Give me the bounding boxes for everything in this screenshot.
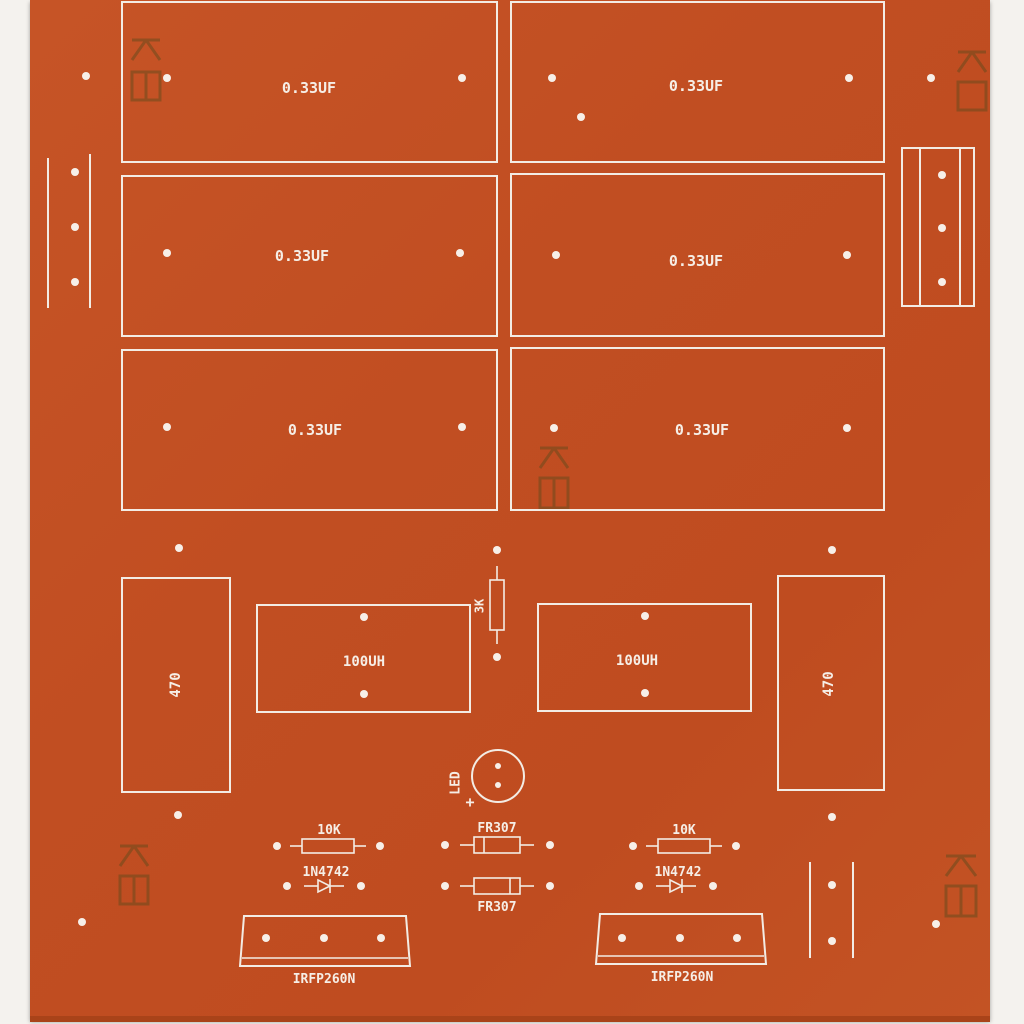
capacitor-2-label: 0.33UF [669,77,723,95]
capacitor-6-label: 0.33UF [675,421,729,439]
diode-fr307-bottom: FR307 [441,877,554,915]
resistor-10k-left-label: 10K [317,823,341,838]
zener-right-label: 1N4742 [655,865,702,880]
kb-mark-center [538,446,570,510]
inductor-right-label: 100UH [616,653,658,669]
connector-bottom-right [809,862,854,958]
resistor-10k-right: 10K [629,823,740,854]
inductor-left: 100UH [256,604,471,713]
led-label: LED [449,771,464,795]
capacitor-4-label: 0.33UF [669,252,723,270]
zener-left: 1N4742 [283,865,365,894]
inductor-right: 100UH [537,603,752,712]
led: LED + [449,749,525,811]
capacitor-3: 0.33UF [121,175,498,337]
inductor-left-label: 100UH [343,654,385,670]
capacitor-1-label: 0.33UF [282,79,336,97]
capacitor-5-label: 0.33UF [288,421,342,439]
resistor-10k-left: 10K [273,823,384,854]
transistor-left-label: IRFP260N [293,972,356,987]
transistor-left: IRFP260N [238,915,412,987]
kb-mark-bottom-right [944,854,978,918]
mounting-holes [78,72,940,928]
transistor-right-label: IRFP260N [651,970,714,985]
transistor-right: IRFP260N [594,913,768,985]
diode-fr307-top: FR307 [441,821,554,854]
capacitor-6: 0.33UF [510,347,885,511]
capacitor-5: 0.33UF [121,349,498,511]
kb-mark-top-right [956,50,988,112]
diode-fr307-bottom-label: FR307 [477,900,516,915]
resistor-470-left-label: 470 [168,672,184,697]
pcb-board-edge [30,1016,990,1022]
capacitor-2: 0.33UF [510,1,885,163]
diode-fr307-top-label: FR307 [477,821,516,836]
led-polarity: + [465,793,474,811]
capacitor-3-label: 0.33UF [275,247,329,265]
resistor-470-left: 470 [121,577,231,793]
capacitor-4: 0.33UF [510,173,885,337]
terminal-block-right [901,147,975,307]
kb-mark-bottom-left [118,844,150,906]
connector-left [47,154,91,308]
zener-left-label: 1N4742 [303,865,350,880]
kb-mark-top-left [130,38,162,102]
resistor-3k-label: 3K [473,598,487,613]
resistor-3k: 3K [473,546,505,661]
capacitor-1: 0.33UF [121,1,498,163]
resistor-10k-right-label: 10K [672,823,696,838]
resistor-470-right-label: 470 [821,671,837,696]
zener-right: 1N4742 [635,865,717,894]
resistor-470-right: 470 [777,575,885,791]
